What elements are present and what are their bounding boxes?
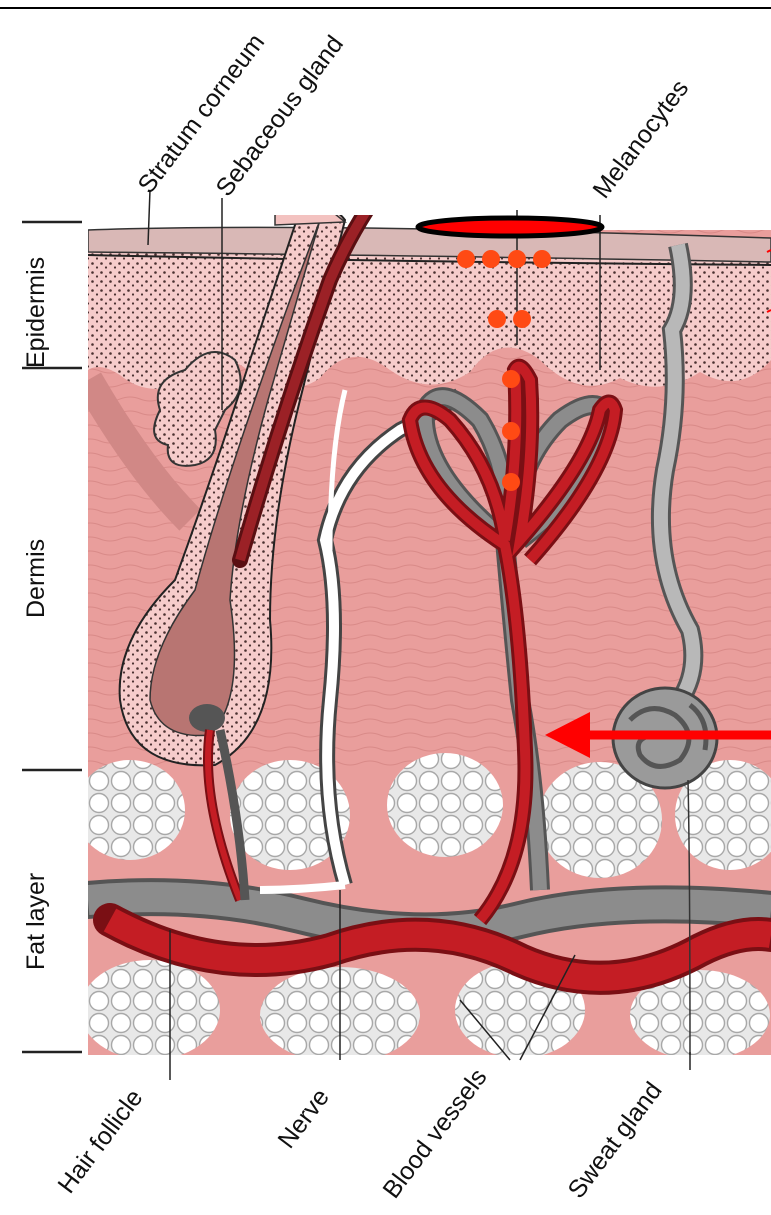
fat-layer-label: Fat layer: [22, 873, 50, 970]
melanocytes-label: Melanocytes: [587, 75, 694, 204]
dermis-label: Dermis: [22, 539, 50, 618]
nerve-label: Nerve: [272, 1084, 334, 1154]
surface-marker-ellipse: [418, 218, 602, 236]
skin-cross-section: [75, 60, 771, 1063]
epidermis-label: Epidermis: [22, 257, 50, 368]
hair-bulb: [189, 704, 225, 732]
sweat-gland-label: Sweat gland: [562, 1077, 667, 1204]
hair-follicle-label: Hair follicle: [52, 1084, 148, 1198]
blood-vessels-label: Blood vessels: [377, 1064, 492, 1204]
